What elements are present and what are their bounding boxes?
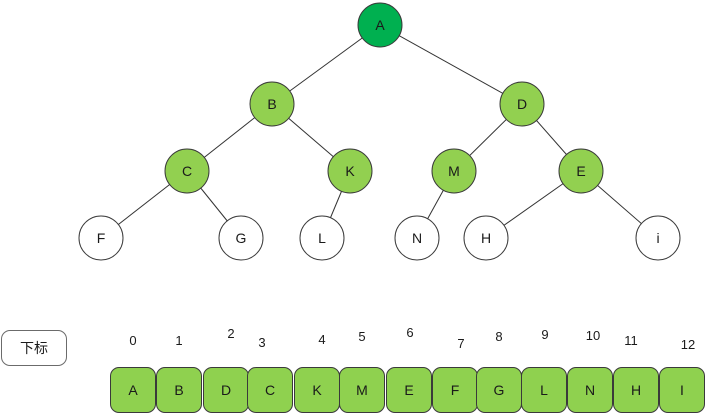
- tree-node-circle: [78, 215, 124, 261]
- array-cell: H: [613, 367, 659, 413]
- tree-node-label: D: [517, 96, 527, 112]
- array-cell-label: L: [540, 382, 548, 398]
- tree-node-label: M: [448, 163, 460, 179]
- tree-node-label: C: [182, 163, 192, 179]
- tree-node-label: G: [236, 230, 247, 246]
- array-index-label: 4: [318, 332, 326, 347]
- array-cell: M: [339, 367, 385, 413]
- tree-node-circle: [327, 148, 373, 194]
- array-cell: B: [156, 367, 202, 413]
- array-index-label: 5: [358, 329, 366, 344]
- array-cell: C: [247, 367, 293, 413]
- tree-node-i: i: [635, 215, 681, 261]
- array-cell-label: E: [404, 382, 414, 398]
- tree-node-label: H: [481, 230, 491, 246]
- array-cell: K: [294, 367, 340, 413]
- array-cell: F: [432, 367, 478, 413]
- tree-node-circle: [635, 215, 681, 261]
- tree-node-c: C: [164, 148, 210, 194]
- array-index-label: 3: [258, 335, 266, 350]
- array-cell-label: C: [264, 382, 276, 398]
- tree-node-label: E: [576, 163, 585, 179]
- array-index-label: 0: [129, 333, 137, 348]
- array-cell-label: I: [680, 382, 684, 398]
- array-cell-label: D: [220, 382, 232, 398]
- tree-edges: [100, 24, 659, 239]
- array-index-label: 1: [175, 333, 183, 348]
- tree-node-f: F: [78, 215, 124, 261]
- array-cell-label: G: [493, 382, 505, 398]
- tree-node-label: N: [412, 230, 422, 246]
- array-cell: L: [521, 367, 567, 413]
- array-index-label: 7: [457, 336, 465, 351]
- array-index-label: 12: [680, 337, 696, 352]
- tree-node-n: N: [394, 215, 440, 261]
- array-cell: A: [110, 367, 156, 413]
- tree-node-a: A: [357, 2, 403, 48]
- array-cell-label: H: [630, 382, 642, 398]
- array-cell-label: A: [128, 382, 138, 398]
- tree-node-circle: [249, 81, 295, 127]
- tree-node-circle: [558, 148, 604, 194]
- tree-node-label: B: [267, 96, 276, 112]
- tree-node-circle: [357, 2, 403, 48]
- tree-node-circle: [299, 215, 345, 261]
- tree-node-circle: [394, 215, 440, 261]
- tree-node-circle: [463, 215, 509, 261]
- array-cell: N: [567, 367, 613, 413]
- index-legend-box: 下标: [1, 330, 67, 366]
- tree-node-e: E: [558, 148, 604, 194]
- array-index-label: 10: [585, 328, 601, 343]
- array-index-label: 8: [495, 329, 503, 344]
- array-cell: I: [659, 367, 705, 413]
- tree-node-b: B: [249, 81, 295, 127]
- tree-node-label: F: [97, 230, 106, 246]
- edge-a-d: [379, 24, 523, 105]
- array-cell-label: B: [174, 382, 184, 398]
- tree-node-k: K: [327, 148, 373, 194]
- tree-node-circle: [218, 215, 264, 261]
- tree-node-d: D: [499, 81, 545, 127]
- array-index-label: 11: [624, 333, 638, 348]
- tree-node-circle: [499, 81, 545, 127]
- array-index-label: 6: [406, 325, 414, 340]
- array-cell: G: [476, 367, 522, 413]
- tree-node-label: K: [345, 163, 355, 179]
- array-index-label: 2: [227, 326, 235, 341]
- array-cell: E: [386, 367, 432, 413]
- array-cell-label: M: [356, 382, 368, 398]
- tree-node-circle: [431, 148, 477, 194]
- array-cell-label: F: [450, 382, 460, 398]
- tree-node-label: A: [375, 17, 385, 33]
- tree-node-label: L: [318, 230, 326, 246]
- tree-node-label: i: [656, 230, 659, 246]
- array-cell: D: [203, 367, 249, 413]
- array-cell-label: N: [584, 382, 596, 398]
- tree-node-l: L: [299, 215, 345, 261]
- index-legend-label: 下标: [20, 341, 48, 357]
- tree-node-circle: [164, 148, 210, 194]
- tree-node-m: M: [431, 148, 477, 194]
- array-cell-label: K: [312, 382, 322, 398]
- array-index-label: 9: [541, 327, 549, 342]
- tree-node-g: G: [218, 215, 264, 261]
- tree-node-h: H: [463, 215, 509, 261]
